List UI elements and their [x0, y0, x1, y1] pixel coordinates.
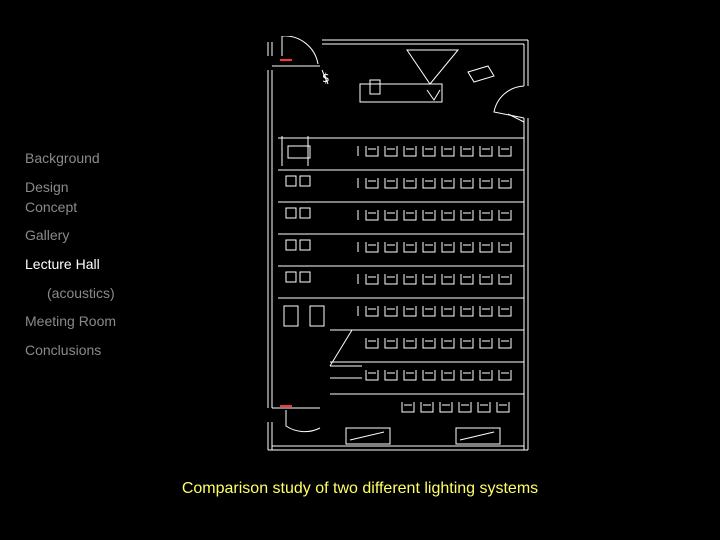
- projection-booths: [345, 427, 501, 445]
- door-right: [493, 85, 525, 123]
- seat: [422, 178, 436, 189]
- seat: [498, 178, 512, 189]
- seat: [384, 178, 398, 189]
- seat: [403, 146, 417, 157]
- seat: [479, 338, 493, 349]
- seat: [441, 178, 455, 189]
- seat: [365, 274, 379, 285]
- outer-walls: [267, 39, 529, 451]
- seat: [479, 274, 493, 285]
- seat-rows: [365, 146, 512, 413]
- seat: [460, 210, 474, 221]
- nav-item-background[interactable]: Background: [25, 150, 100, 166]
- seat: [479, 242, 493, 253]
- seat: [403, 338, 417, 349]
- seat: [403, 210, 417, 221]
- seat: [479, 210, 493, 221]
- seat: [498, 242, 512, 253]
- stage-area: $: [321, 49, 495, 103]
- seat: [458, 402, 472, 413]
- seat: [496, 402, 510, 413]
- seat: [420, 402, 434, 413]
- slide-caption: Comparison study of two different lighti…: [181, 480, 539, 497]
- door-bottom-left: [280, 405, 321, 433]
- nav-item-acoustics[interactable]: (acoustics): [47, 285, 115, 301]
- seat: [365, 210, 379, 221]
- seat: [460, 306, 474, 317]
- seat: [365, 178, 379, 189]
- seat: [422, 274, 436, 285]
- seating-tiers: [278, 137, 524, 395]
- seat: [441, 242, 455, 253]
- seat: [479, 146, 493, 157]
- seat: [403, 306, 417, 317]
- seat: [422, 370, 436, 381]
- seat: [479, 178, 493, 189]
- seat: [365, 338, 379, 349]
- seat: [441, 210, 455, 221]
- seat: [498, 210, 512, 221]
- lecture-hall-floor-plan: $: [267, 36, 529, 451]
- svg-text:$: $: [322, 71, 330, 85]
- seat: [498, 146, 512, 157]
- seat: [384, 210, 398, 221]
- door-top-left: [280, 36, 319, 65]
- seat: [384, 370, 398, 381]
- seat: [422, 210, 436, 221]
- seat: [384, 242, 398, 253]
- seat: [384, 146, 398, 157]
- seat: [498, 338, 512, 349]
- seat: [365, 370, 379, 381]
- seat: [460, 370, 474, 381]
- seat: [441, 338, 455, 349]
- seat: [498, 370, 512, 381]
- seat: [384, 306, 398, 317]
- seat: [460, 242, 474, 253]
- nav-item-design-concept[interactable]: Design Concept: [25, 179, 78, 215]
- nav-item-lecture-hall[interactable]: Lecture Hall: [25, 256, 100, 272]
- seat: [460, 178, 474, 189]
- seat: [403, 178, 417, 189]
- seat: [403, 242, 417, 253]
- nav-item-conclusions[interactable]: Conclusions: [25, 342, 102, 358]
- seat: [365, 146, 379, 157]
- seat: [441, 306, 455, 317]
- seat: [479, 370, 493, 381]
- seat: [422, 242, 436, 253]
- nav-item-gallery[interactable]: Gallery: [25, 227, 70, 243]
- seat: [477, 402, 491, 413]
- seat: [479, 306, 493, 317]
- nav-item-meeting-room[interactable]: Meeting Room: [25, 313, 117, 329]
- seat: [422, 338, 436, 349]
- seat: [460, 338, 474, 349]
- seat: [460, 146, 474, 157]
- seat: [439, 402, 453, 413]
- seat: [498, 274, 512, 285]
- seat: [422, 146, 436, 157]
- seat: [403, 370, 417, 381]
- seat: [441, 146, 455, 157]
- seat: [403, 274, 417, 285]
- seat: [498, 306, 512, 317]
- seat: [441, 370, 455, 381]
- seat: [384, 274, 398, 285]
- side-seating: [281, 136, 325, 327]
- seat: [401, 402, 415, 413]
- seat: [384, 338, 398, 349]
- seat: [365, 242, 379, 253]
- seat: [460, 274, 474, 285]
- seat: [365, 306, 379, 317]
- seat: [422, 306, 436, 317]
- seat: [441, 274, 455, 285]
